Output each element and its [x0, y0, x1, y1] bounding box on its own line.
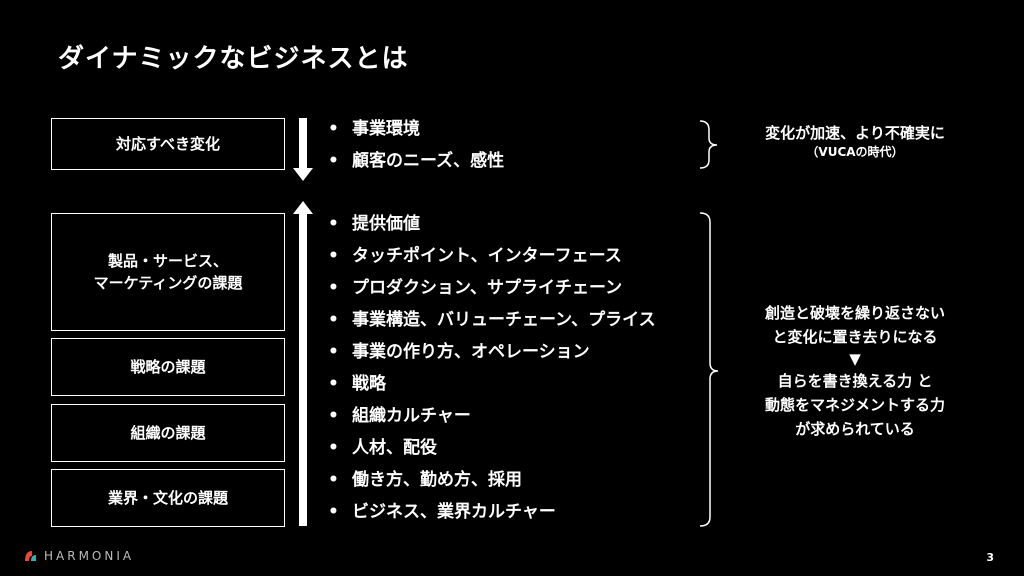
note-line3: 自らを書き換える力 と	[777, 372, 933, 390]
page-title: ダイナミックなビジネスとは	[58, 44, 409, 74]
bullet-dot-icon: •	[328, 310, 339, 330]
bullet-dot-icon: •	[328, 502, 339, 522]
bullet-dot-icon: •	[328, 278, 339, 298]
page-number: 3	[986, 551, 994, 564]
bullet-item: • 提供価値	[328, 208, 656, 240]
bullet-text: 提供価値	[352, 214, 420, 234]
challenge-bullet-list: •提供価値•タッチポイント、インターフェース•プロダクション、サプライチェーン•…	[328, 208, 656, 528]
bullet-text: プロダクション、サプライチェーン	[352, 278, 623, 298]
box-product-marketing: 製品・サービス、 マーケティングの課題	[51, 213, 285, 331]
bullet-item: • 顧客のニーズ、感性	[328, 145, 504, 177]
down-arrow-icon	[293, 118, 313, 181]
bullet-dot-icon: •	[328, 438, 339, 458]
change-bullet-list: • 事業環境 • 顧客のニーズ、感性	[328, 113, 504, 177]
note-vuca-line2: （VUCAの時代）	[806, 145, 904, 159]
triangle-down-icon: ▼	[849, 350, 861, 368]
bullet-item: • 戦略	[328, 368, 656, 400]
bullet-item: • 組織カルチャー	[328, 400, 656, 432]
top-bracket-icon	[699, 120, 718, 169]
bullet-text: 戦略	[352, 374, 386, 394]
bottom-bracket-icon	[699, 212, 719, 527]
note-line5: が求められている	[795, 420, 915, 438]
bullet-item: • タッチポイント、インターフェース	[328, 240, 656, 272]
note-line1: 創造と破壊を繰り返さない	[764, 304, 945, 322]
bullet-text: 組織カルチャー	[352, 406, 471, 426]
bullet-item: • プロダクション、サプライチェーン	[328, 272, 656, 304]
bullet-text: 顧客のニーズ、感性	[352, 151, 505, 171]
bullet-text: 事業の作り方、オペレーション	[352, 342, 590, 362]
bullet-dot-icon: •	[328, 406, 339, 426]
bullet-item: • 事業の作り方、オペレーション	[328, 336, 656, 368]
up-arrow-icon	[293, 201, 313, 526]
note-dynamic-capability: 創造と破壊を繰り返さない と変化に置き去りになる ▼ 自らを書き換える力 と 動…	[740, 301, 970, 441]
bullet-dot-icon: •	[328, 119, 339, 139]
bullet-text: 事業環境	[352, 119, 420, 139]
bullet-text: タッチポイント、インターフェース	[352, 246, 622, 266]
note-line2: と変化に置き去りになる	[772, 328, 938, 346]
note-line4: 動態をマネジメントする力	[764, 396, 945, 414]
bullet-dot-icon: •	[328, 246, 339, 266]
bullet-dot-icon: •	[328, 374, 339, 394]
harmonia-logo-icon	[25, 551, 36, 561]
bullet-text: 働き方、勤め方、採用	[352, 470, 522, 490]
bullet-item: • 事業構造、バリューチェーン、プライス	[328, 304, 656, 336]
note-vuca: 変化が加速、より不確実に （VUCAの時代）	[740, 122, 970, 160]
box-industry-culture: 業界・文化の課題	[51, 469, 285, 527]
box-change: 対応すべき変化	[51, 118, 285, 170]
bullet-dot-icon: •	[328, 470, 339, 490]
box-strategy: 戦略の課題	[51, 338, 285, 396]
bullet-text: 事業構造、バリューチェーン、プライス	[352, 310, 656, 330]
bullet-item: • 事業環境	[328, 113, 504, 145]
logo-text: HARMONIA	[44, 549, 135, 563]
bullet-dot-icon: •	[328, 151, 339, 171]
bullet-text: ビジネス、業界カルチャー	[352, 502, 556, 522]
bullet-item: • ビジネス、業界カルチャー	[328, 496, 656, 528]
bullet-text: 人材、配役	[352, 438, 437, 458]
bullet-item: • 人材、配役	[328, 432, 656, 464]
bullet-dot-icon: •	[328, 342, 339, 362]
box-organization: 組織の課題	[51, 404, 285, 462]
bullet-dot-icon: •	[328, 214, 339, 234]
harmonia-logo: HARMONIA	[22, 548, 134, 564]
bullet-item: • 働き方、勤め方、採用	[328, 464, 656, 496]
note-vuca-line1: 変化が加速、より不確実に	[765, 124, 945, 142]
